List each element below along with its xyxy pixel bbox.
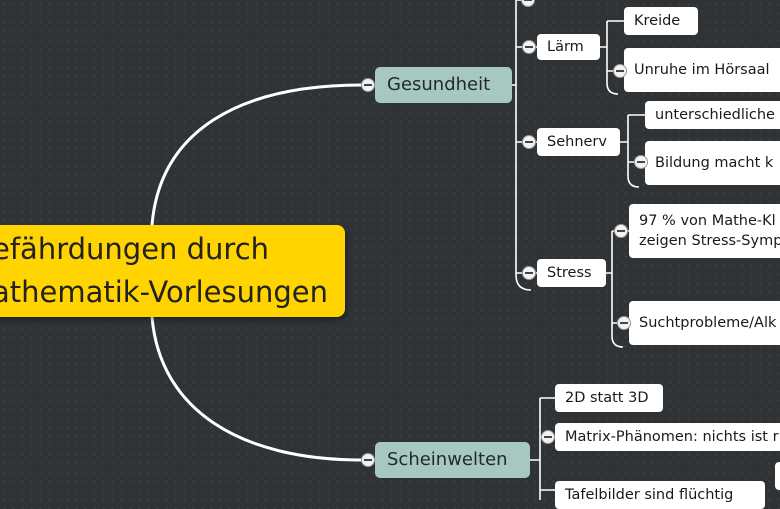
subtopic-sehnerv-label: Sehnerv bbox=[547, 134, 607, 150]
topic-gesundheit-label: Gesundheit bbox=[387, 74, 491, 95]
root-topic[interactable]: efährdungen durch athematik-Vorlesungen bbox=[0, 225, 345, 317]
collapse-matrix-icon[interactable] bbox=[541, 430, 555, 444]
leaf-2d-statt-3d[interactable]: 2D statt 3D bbox=[555, 384, 663, 412]
subtopic-stress[interactable]: Stress bbox=[537, 259, 606, 287]
subtopic-stress-label: Stress bbox=[547, 265, 592, 281]
leaf-suchtprobleme[interactable]: Suchtprobleme/Alk bbox=[629, 301, 780, 345]
leaf-97-prozent[interactable]: 97 % von Mathe-Kl zeigen Stress-Symp bbox=[629, 204, 780, 258]
root-topic-line2: athematik-Vorlesungen bbox=[0, 275, 329, 309]
subtopic-sehnerv[interactable]: Sehnerv bbox=[537, 128, 620, 156]
collapse-stress-icon[interactable] bbox=[522, 266, 536, 280]
gesundheit-trunk-connector bbox=[512, 0, 532, 291]
leaf-tafelbilder[interactable]: Tafelbilder sind flüchtig bbox=[555, 481, 765, 509]
collapse-stress-children-icon[interactable] bbox=[617, 316, 631, 330]
leaf-bildung-label: Bildung macht k bbox=[655, 155, 774, 171]
collapse-scheinwelten-icon[interactable] bbox=[361, 453, 375, 467]
leaf-unruhe-im-hoersaal[interactable]: Unruhe im Hörsaal bbox=[624, 48, 780, 92]
leaf-unterschiedliche[interactable]: unterschiedliche bbox=[645, 101, 780, 129]
root-to-scheinwelten-connector bbox=[150, 315, 364, 462]
topic-scheinwelten-label: Scheinwelten bbox=[387, 449, 508, 470]
topic-gesundheit[interactable]: Gesundheit bbox=[375, 67, 512, 103]
collapse-sehnerv-children-icon[interactable] bbox=[634, 155, 648, 169]
leaf-matrix-phaenomen[interactable]: Matrix-Phänomen: nichts ist r bbox=[555, 423, 780, 451]
leaf-offscreen-partial[interactable] bbox=[775, 462, 780, 490]
leaf-unruhe-label: Unruhe im Hörsaal bbox=[634, 62, 770, 78]
stress-children-connector bbox=[606, 230, 629, 348]
subtopic-laerm[interactable]: Lärm bbox=[537, 34, 600, 60]
sehnerv-children-connector bbox=[620, 114, 645, 188]
leaf-bildung-macht[interactable]: Bildung macht k bbox=[645, 141, 780, 185]
leaf-matrix-label: Matrix-Phänomen: nichts ist r bbox=[565, 429, 779, 445]
leaf-suchtprobleme-label: Suchtprobleme/Alk bbox=[639, 315, 777, 331]
collapse-laerm-children-icon[interactable] bbox=[613, 64, 627, 78]
laerm-children-connector bbox=[600, 20, 624, 95]
scheinwelten-trunk-connector bbox=[530, 397, 555, 500]
collapse-laerm-icon[interactable] bbox=[522, 40, 536, 54]
collapse-97-prozent-icon[interactable] bbox=[614, 224, 628, 238]
topic-scheinwelten[interactable]: Scheinwelten bbox=[375, 442, 530, 478]
subtopic-laerm-label: Lärm bbox=[547, 39, 584, 55]
root-to-gesundheit-connector bbox=[150, 83, 364, 227]
leaf-kreide-label: Kreide bbox=[634, 13, 681, 29]
leaf-unterschiedliche-label: unterschiedliche bbox=[655, 107, 775, 123]
leaf-2d-label: 2D statt 3D bbox=[565, 390, 649, 406]
collapse-sehnerv-icon[interactable] bbox=[522, 135, 536, 149]
leaf-97-prozent-label: 97 % von Mathe-Kl zeigen Stress-Symp bbox=[639, 213, 780, 249]
leaf-kreide[interactable]: Kreide bbox=[624, 7, 698, 35]
leaf-tafelbilder-label: Tafelbilder sind flüchtig bbox=[565, 487, 734, 503]
collapse-gesundheit-icon[interactable] bbox=[361, 78, 375, 92]
root-topic-line1: efährdungen durch bbox=[0, 232, 270, 266]
